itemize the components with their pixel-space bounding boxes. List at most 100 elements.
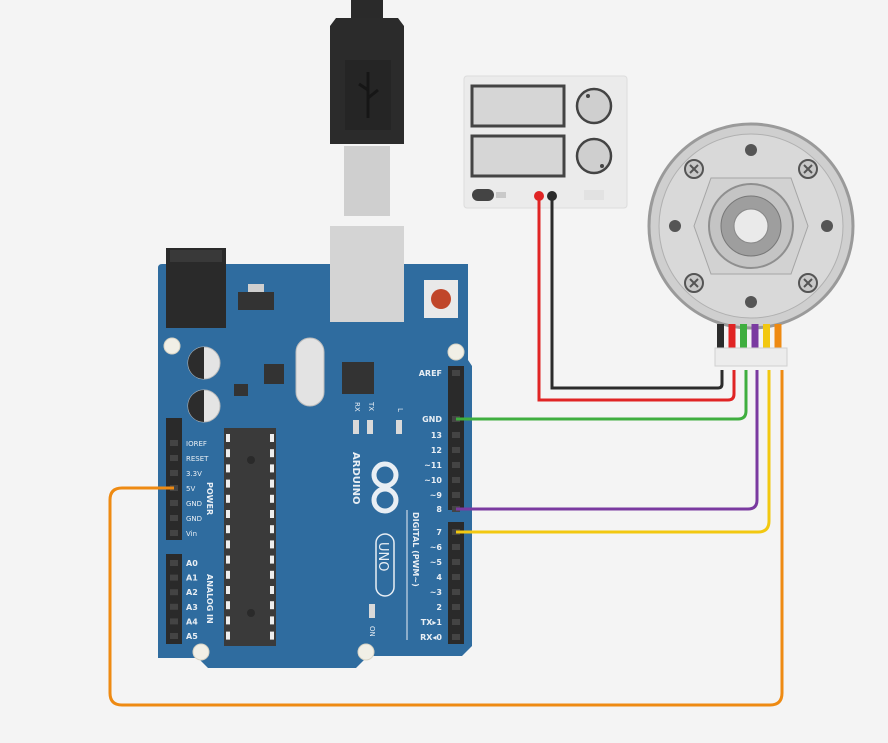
chip-pin (226, 555, 230, 564)
supply-positive-terminal[interactable] (534, 191, 544, 201)
supply-negative-terminal[interactable] (547, 191, 557, 201)
small-ic (264, 364, 284, 384)
header-pin[interactable] (452, 604, 460, 610)
digital-pin-label: ~9 (430, 491, 443, 500)
chip-pins (226, 434, 274, 640)
wire-red-supply-positive[interactable] (537, 196, 736, 402)
regulator-tab (248, 284, 264, 292)
header-pin[interactable] (170, 530, 178, 536)
motor-lead (751, 324, 759, 350)
header-pin[interactable] (452, 544, 460, 550)
power-switch[interactable] (472, 189, 494, 201)
chip-pin (270, 494, 274, 503)
chip-pin (270, 570, 274, 579)
l-led (396, 420, 402, 434)
digital-pin-label: ~6 (430, 543, 443, 552)
header-pin[interactable] (452, 619, 460, 625)
chip-pin (270, 510, 274, 518)
supply-badge (584, 190, 604, 200)
digital-pin-label: 13 (431, 431, 442, 440)
digital-pin-label: ~5 (430, 558, 443, 567)
mount-hole (821, 220, 833, 232)
chip-pin (270, 449, 274, 458)
rx-led (353, 420, 359, 434)
header-pin[interactable] (170, 618, 178, 625)
chip-pin (226, 540, 230, 549)
voltage-knob[interactable] (575, 87, 613, 125)
header-pin[interactable] (452, 634, 460, 640)
header-pin[interactable] (170, 515, 178, 521)
voltage-knob-indicator (586, 94, 590, 98)
power-pin-label: RESET (186, 455, 209, 463)
chip-pin (226, 570, 230, 579)
chip-pin (270, 555, 274, 564)
analog-pin-label: A2 (186, 588, 198, 597)
motor-shaft (733, 208, 769, 244)
usb-cable-cord (351, 0, 383, 20)
motor-connector (714, 347, 788, 367)
mount-hole (745, 144, 757, 156)
wire-purple-pin8[interactable] (456, 370, 759, 511)
chip-pin (270, 464, 274, 473)
dc-jack-top (170, 250, 222, 262)
power-pin-label: Vin (186, 530, 197, 538)
motor-lead (763, 324, 770, 350)
analog-pin-label: A3 (186, 603, 198, 612)
screw-icon (684, 159, 704, 179)
mount-hole (447, 343, 465, 361)
power-pin-label: 5V (186, 485, 195, 493)
wire-yellow-pin7[interactable] (456, 370, 771, 534)
arduino-uno[interactable]: RX TX L ON ARDUINO UNO AREFGND1312~11~10… (158, 226, 472, 668)
digital-pin-label: 2 (436, 603, 442, 612)
header-pin[interactable] (170, 574, 178, 581)
wire-orange-5v[interactable] (108, 370, 784, 707)
chip-pin (270, 479, 274, 488)
header-pin[interactable] (170, 470, 178, 476)
chip-pin (270, 601, 274, 610)
header-pin[interactable] (452, 370, 460, 376)
chip-pin (226, 586, 230, 594)
header-pin[interactable] (452, 447, 460, 453)
wire-green-gnd[interactable] (456, 370, 748, 421)
header-pin[interactable] (452, 492, 460, 498)
power-supply[interactable] (463, 75, 628, 209)
dc-motor-encoder[interactable] (647, 122, 855, 367)
chip-pin (270, 434, 274, 442)
mount-hole (163, 337, 181, 355)
small-transistor (234, 384, 248, 396)
header-pin[interactable] (170, 440, 178, 446)
rx-led-label: RX (353, 402, 361, 412)
reset-button[interactable] (431, 289, 451, 309)
header-pin[interactable] (452, 462, 460, 468)
arduino-logo-icon (371, 461, 399, 514)
header-pin[interactable] (170, 560, 178, 566)
motor-lead (717, 324, 724, 350)
header-pin[interactable] (452, 589, 460, 595)
tx-led-label: TX (367, 401, 375, 411)
header-pin[interactable] (452, 574, 460, 580)
header-pin[interactable] (452, 477, 460, 483)
header-pin[interactable] (170, 500, 178, 506)
header-pin[interactable] (170, 603, 178, 610)
chip-pin (226, 479, 230, 488)
motor-lead (774, 324, 782, 350)
crystal-oscillator (295, 337, 325, 407)
header-pin[interactable] (452, 559, 460, 565)
capacitor (187, 389, 221, 423)
header-pin[interactable] (170, 589, 178, 596)
chip-pin (226, 525, 230, 534)
chip-pin (226, 601, 230, 610)
header-pin[interactable] (170, 633, 178, 639)
header-pin[interactable] (452, 432, 460, 438)
usb-cable[interactable] (330, 0, 404, 216)
mount-hole (192, 643, 210, 661)
wire-black-supply-negative[interactable] (550, 196, 724, 390)
current-knob[interactable] (575, 137, 613, 175)
usb-icon (358, 72, 379, 118)
header-pin[interactable] (170, 455, 178, 461)
chip-pin (226, 434, 230, 442)
analog-pin-label: A5 (186, 632, 198, 641)
